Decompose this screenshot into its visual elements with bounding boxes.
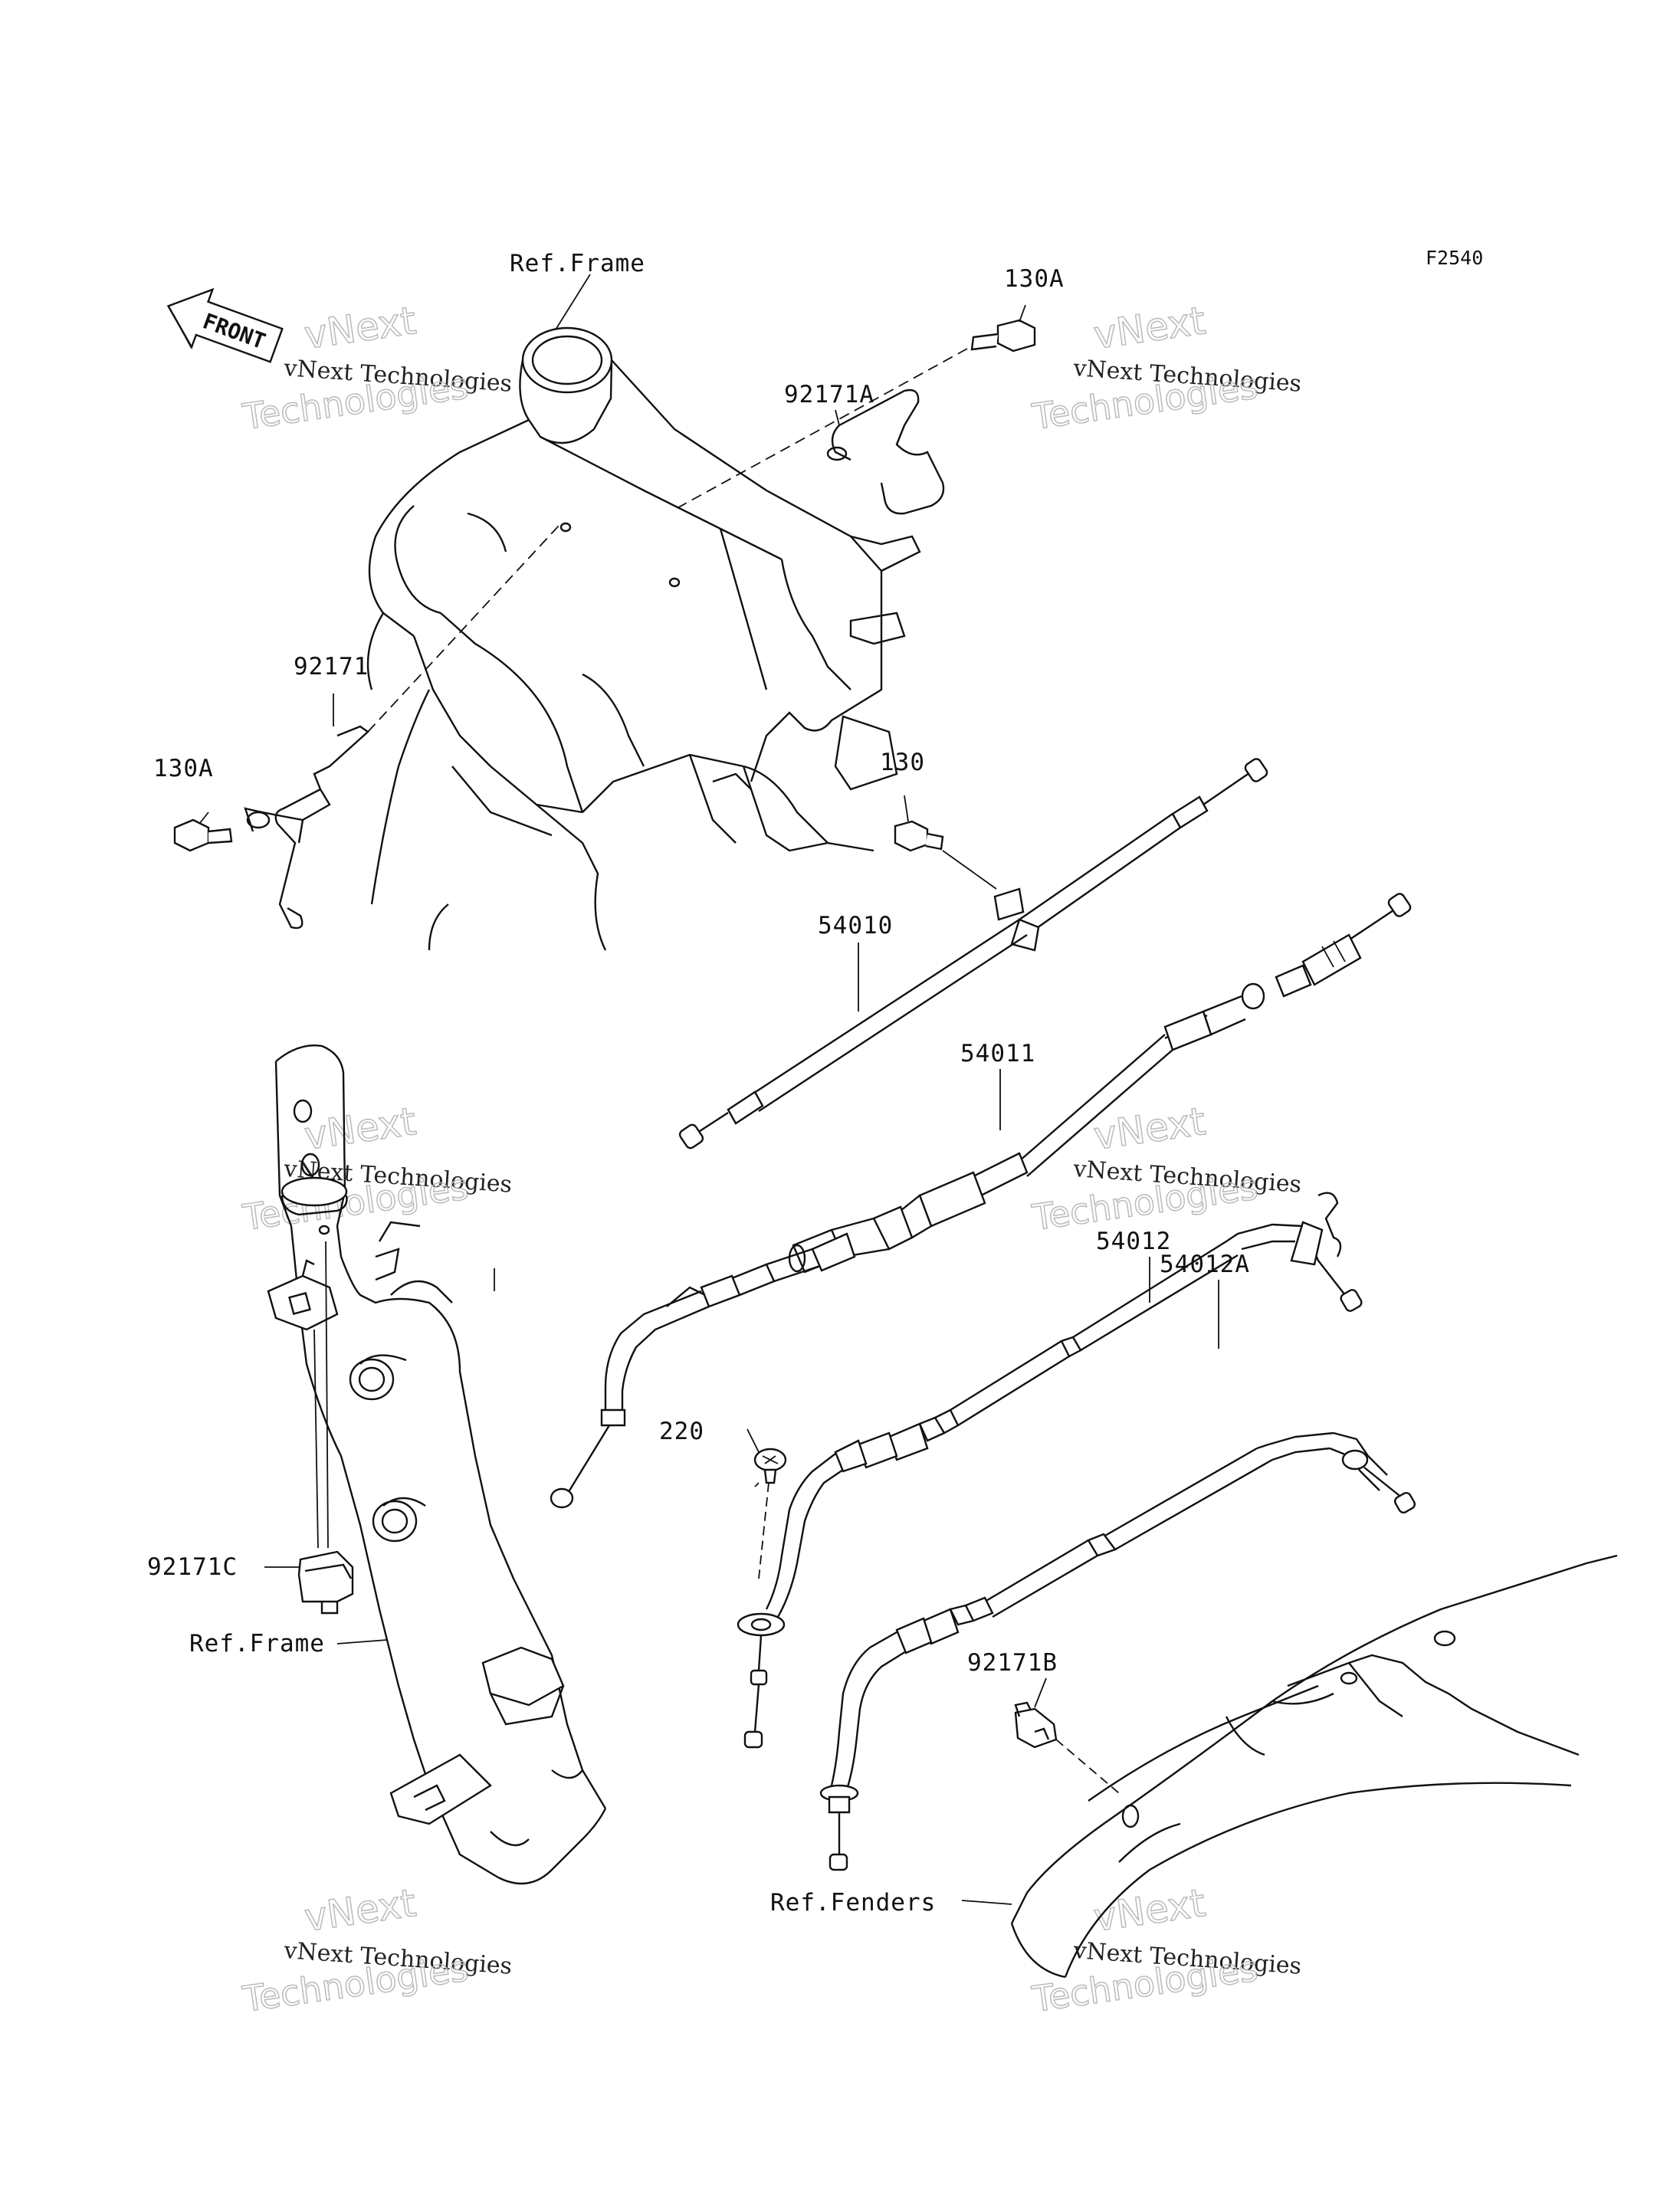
label-54012: 54012: [1096, 1228, 1171, 1255]
screw-220: [753, 1448, 787, 1484]
upper-frame-steering-head: [366, 326, 921, 951]
leader-dashed-92171: [367, 524, 560, 733]
leader-dashed-92171b: [1055, 1739, 1120, 1794]
label-92171b: 92171B: [967, 1649, 1058, 1677]
svg-text:vNext: vNext: [302, 298, 419, 358]
cable-54010: [678, 758, 1268, 1149]
watermark-bottom-right: vNext vNext Technologies Technologies: [1029, 1880, 1302, 2020]
svg-text:vNext: vNext: [1091, 1881, 1209, 1940]
bolt-130a-top: [970, 319, 1036, 353]
watermark-mid-left: vNext vNext Technologies Technologies: [239, 1098, 513, 1238]
bolt-130: [894, 820, 944, 852]
leader-dashed-220: [758, 1482, 769, 1579]
figure-code: F2540: [1426, 247, 1483, 269]
leader-130-to-bracket: [942, 850, 997, 890]
clamp-92171c: [297, 1550, 354, 1615]
lower-frame-down-tube: [267, 1044, 607, 1885]
label-130: 130: [880, 749, 925, 776]
label-54011: 54011: [960, 1040, 1035, 1067]
bolt-130a-left: [173, 818, 233, 852]
label-130a-left: 130A: [153, 755, 214, 782]
front-arrow-icon: FRONT: [166, 287, 284, 363]
label-130a-top: 130A: [1004, 265, 1065, 293]
bracket-92171a: [826, 389, 945, 515]
label-54012a: 54012A: [1160, 1251, 1250, 1278]
label-ref-fenders: Ref.Fenders: [770, 1889, 936, 1917]
hole-frame-lower: [318, 1225, 330, 1235]
watermark-top-right: vNext vNext Technologies Technologies: [1029, 297, 1302, 438]
watermark-mid-right: vNext vNext Technologies Technologies: [1029, 1098, 1302, 1238]
bracket-92171: [244, 725, 369, 930]
svg-text:vNext: vNext: [302, 1881, 419, 1940]
cable-54011: [550, 893, 1412, 1509]
leader-lines: [199, 274, 1219, 1905]
svg-text:vNext: vNext: [1091, 1099, 1209, 1159]
leader-dashed-92171c-a: [325, 1241, 329, 1549]
clip-92171b: [1014, 1701, 1058, 1749]
leader-dashed-130a-top: [674, 348, 968, 510]
label-ref-frame-top: Ref.Frame: [510, 250, 645, 277]
label-54010: 54010: [818, 912, 893, 939]
label-ref-frame-bottom: Ref.Frame: [189, 1630, 325, 1658]
label-92171: 92171: [294, 653, 369, 680]
watermark-top-left: vNext vNext Technologies Technologies: [239, 297, 513, 438]
svg-text:vNext: vNext: [302, 1099, 419, 1159]
rear-fender: [1010, 1554, 1618, 1979]
label-220: 220: [659, 1418, 704, 1445]
svg-text:vNext: vNext: [1091, 298, 1209, 358]
leader-dashed-92171c-b: [313, 1329, 319, 1549]
cable-54012a: [819, 1431, 1416, 1871]
label-92171c: 92171C: [147, 1553, 238, 1581]
label-92171a: 92171A: [784, 381, 874, 408]
watermark-bottom-left: vNext vNext Technologies Technologies: [239, 1880, 513, 2020]
